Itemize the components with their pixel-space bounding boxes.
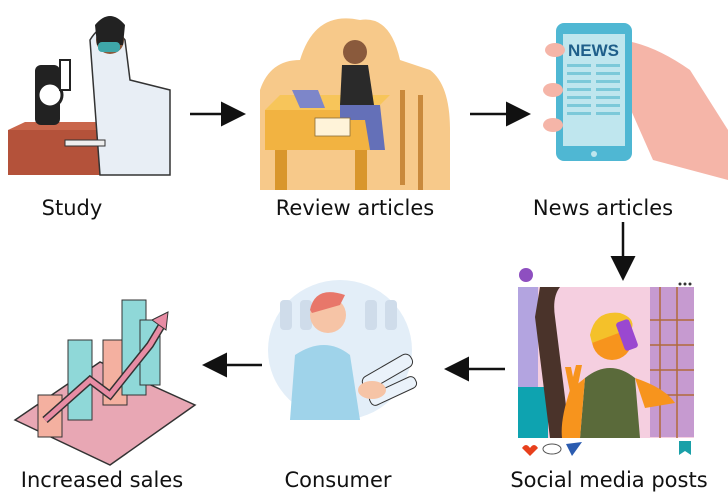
scientist-microscope-illustration — [8, 16, 171, 176]
social-media-post-illustration — [518, 268, 694, 456]
bar-chart-growth-illustration — [13, 299, 197, 466]
label-news-articles: News articles — [533, 196, 673, 220]
label-review-articles: Review articles — [276, 196, 434, 220]
label-consumer: Consumer — [284, 468, 391, 492]
like-heart-icon — [522, 445, 538, 456]
profile-avatar-icon — [519, 268, 533, 282]
label-study: Study — [42, 196, 103, 220]
label-increased-sales: Increased sales — [21, 468, 183, 492]
comment-icon — [542, 443, 562, 455]
consumer-illustration — [268, 280, 418, 420]
more-options-icon — [678, 282, 692, 286]
person-reviewing-papers-illustration — [260, 18, 450, 190]
label-social-media-posts: Social media posts — [510, 468, 707, 492]
phone-news-text: NEWS — [568, 41, 619, 60]
bookmark-icon — [679, 441, 691, 455]
share-icon — [566, 442, 582, 456]
phone-news-illustration: NEWS — [543, 23, 728, 180]
